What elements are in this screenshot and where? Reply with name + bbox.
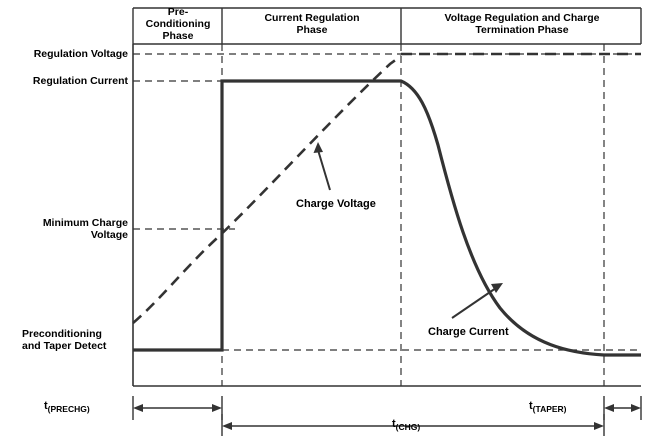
y-label-minimum-charge-voltage-line1: Minimum Charge bbox=[42, 217, 128, 229]
t-taper-main: t bbox=[529, 400, 533, 412]
y-label-preconditioning-line1: Preconditioning bbox=[22, 328, 102, 340]
phase-label-preconditioning: Pre- Conditioning Phase bbox=[135, 6, 221, 42]
charge-voltage-arrow bbox=[313, 142, 331, 191]
phase-label-preconditioning-line1: Pre- bbox=[167, 6, 189, 18]
t-chg-arrow bbox=[221, 414, 605, 436]
y-label-preconditioning-line2: and Taper Detect bbox=[22, 340, 107, 352]
phase-label-voltage-regulation-line1: Voltage Regulation and Charge bbox=[444, 12, 600, 24]
annotation-charge-current: Charge Current bbox=[428, 326, 509, 338]
phase-label-preconditioning-line3: Phase bbox=[162, 30, 194, 42]
time-label-t-taper: t(TAPER) bbox=[529, 400, 567, 414]
t-taper-sub: (TAPER) bbox=[532, 404, 567, 415]
t-chg-main: t bbox=[392, 418, 396, 430]
t-prechg-arrow bbox=[132, 396, 223, 420]
phase-label-voltage-regulation-line2: Termination Phase bbox=[475, 24, 569, 36]
charge-current-curve bbox=[133, 79, 641, 357]
charge-current-arrow bbox=[451, 283, 503, 319]
phase-label-voltage-regulation: Voltage Regulation and Charge Terminatio… bbox=[403, 12, 641, 36]
y-label-regulation-voltage: Regulation Voltage bbox=[33, 48, 128, 60]
phase-label-current-regulation-line1: Current Regulation bbox=[264, 12, 360, 24]
charge-voltage-curve bbox=[132, 54, 402, 324]
t-taper-arrow bbox=[603, 396, 642, 420]
t-prechg-main: t bbox=[44, 400, 48, 412]
t-prechg-sub: (PRECHG) bbox=[47, 404, 90, 415]
annotation-charge-voltage: Charge Voltage bbox=[296, 198, 376, 210]
y-label-regulation-current: Regulation Current bbox=[32, 75, 128, 87]
y-label-preconditioning-taper-detect: Preconditioning and Taper Detect bbox=[0, 328, 128, 352]
t-chg-sub: (CHG) bbox=[395, 422, 421, 433]
time-label-t-prechg: t(PRECHG) bbox=[44, 400, 90, 414]
phase-label-preconditioning-line2: Conditioning bbox=[145, 18, 211, 30]
phase-label-current-regulation-line2: Phase bbox=[296, 24, 328, 36]
phase-label-current-regulation: Current Regulation Phase bbox=[224, 12, 400, 36]
time-label-t-chg: t(CHG) bbox=[392, 418, 420, 432]
y-label-minimum-charge-voltage: Minimum Charge Voltage bbox=[0, 217, 128, 241]
y-label-minimum-charge-voltage-line2: Voltage bbox=[90, 229, 128, 241]
